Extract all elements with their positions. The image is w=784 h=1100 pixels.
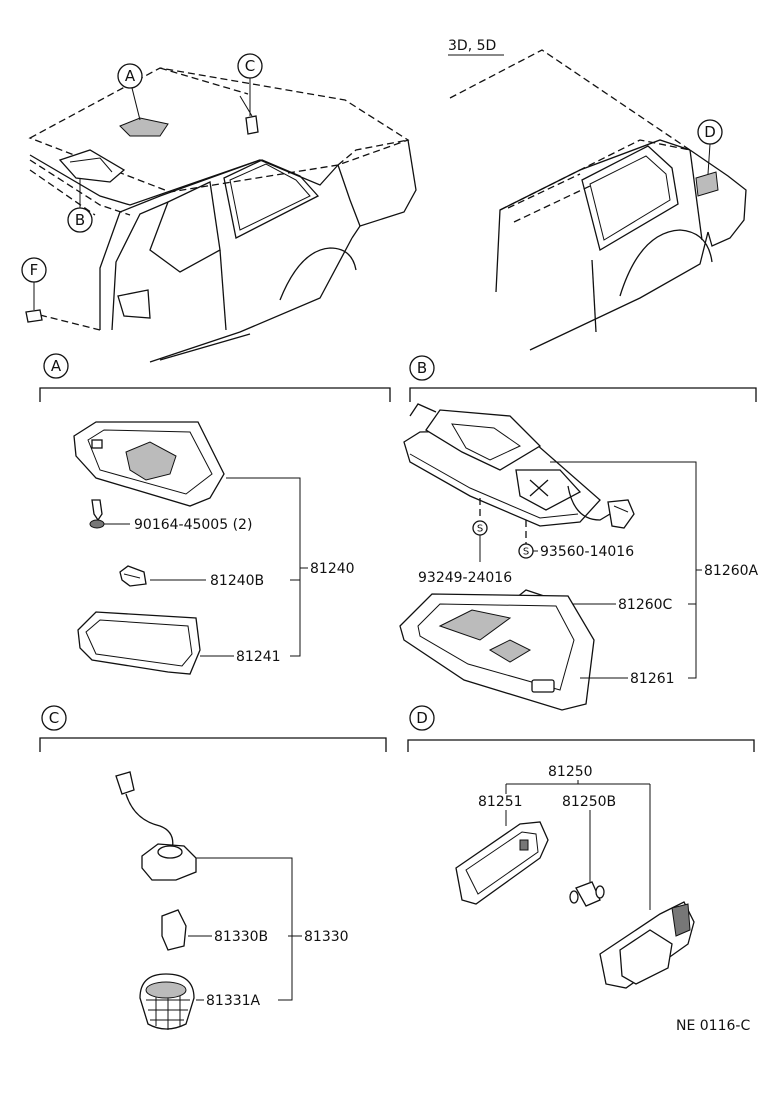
svg-text:C: C	[245, 57, 255, 75]
luggage-light-housing	[599, 901, 695, 989]
courtesy-light-socket	[115, 771, 197, 881]
callout-a-top: A	[117, 63, 143, 121]
section-b-letter: B	[417, 359, 427, 377]
courtesy-light-cover	[139, 973, 195, 1030]
part-number-cover-c: 81331A	[206, 993, 261, 1009]
section-a-letter: A	[51, 357, 62, 375]
callout-f-top: F	[21, 257, 47, 310]
part-number-assembly-d: 81250	[548, 764, 593, 780]
screw-icon	[89, 499, 105, 529]
sedan-body-view	[25, 67, 417, 363]
svg-text:S: S	[477, 524, 483, 535]
screw-s-icon-2: S	[518, 520, 538, 559]
section-c-letter: C	[49, 709, 59, 727]
svg-text:A: A	[125, 67, 136, 85]
part-number-lens-a: 81241	[236, 649, 281, 665]
section-a: A 90164-45005 (2) 81240B 81241	[39, 353, 391, 675]
part-number-assembly-c: 81330	[304, 929, 349, 945]
part-number-lens-b: 81261	[630, 671, 675, 687]
section-d-letter: D	[416, 709, 428, 727]
screw-s-icon-1: S	[472, 498, 488, 562]
variant-label: 3D, 5D	[448, 38, 496, 54]
part-number-screw-b1: 93249-24016	[418, 570, 512, 586]
dome-light-housing	[73, 421, 225, 507]
section-c: C 81330B 81331A 81330	[39, 705, 387, 1030]
part-number-bulb-d: 81250B	[562, 794, 616, 810]
callout-b-top: B	[67, 178, 93, 233]
map-light-base	[403, 403, 635, 529]
part-number-assembly-a: 81240	[310, 561, 355, 577]
part-number-screw-b2: 93560-14016	[540, 544, 634, 560]
bulb-icon	[119, 565, 147, 587]
part-number-bulb-b: 81260C	[618, 597, 673, 613]
part-number-bulb-c: 81330B	[214, 929, 268, 945]
part-number-screw-a: 90164-45005 (2)	[134, 517, 252, 533]
luggage-light-lens	[455, 821, 549, 905]
wedge-bulb-icon	[161, 909, 187, 951]
hatchback-body-view	[449, 49, 747, 351]
part-number-lens-d: 81251	[478, 794, 523, 810]
festoon-bulb-icon	[569, 881, 605, 907]
svg-text:S: S	[523, 547, 529, 558]
callout-c-top: C	[237, 53, 263, 116]
svg-text:F: F	[30, 261, 39, 279]
callout-d-top: D	[697, 119, 723, 175]
map-light-lens	[399, 593, 595, 711]
drawing-code: NE 0116-C	[676, 1018, 750, 1034]
svg-text:D: D	[704, 123, 716, 141]
svg-text:B: B	[75, 211, 85, 229]
part-number-bulb-a: 81240B	[210, 573, 264, 589]
section-b: B S 93249-24016 S	[399, 355, 759, 711]
section-d: D 81250 81251 81250B	[407, 705, 755, 989]
part-number-assembly-b: 81260A	[704, 563, 759, 579]
dome-light-lens	[77, 611, 201, 675]
